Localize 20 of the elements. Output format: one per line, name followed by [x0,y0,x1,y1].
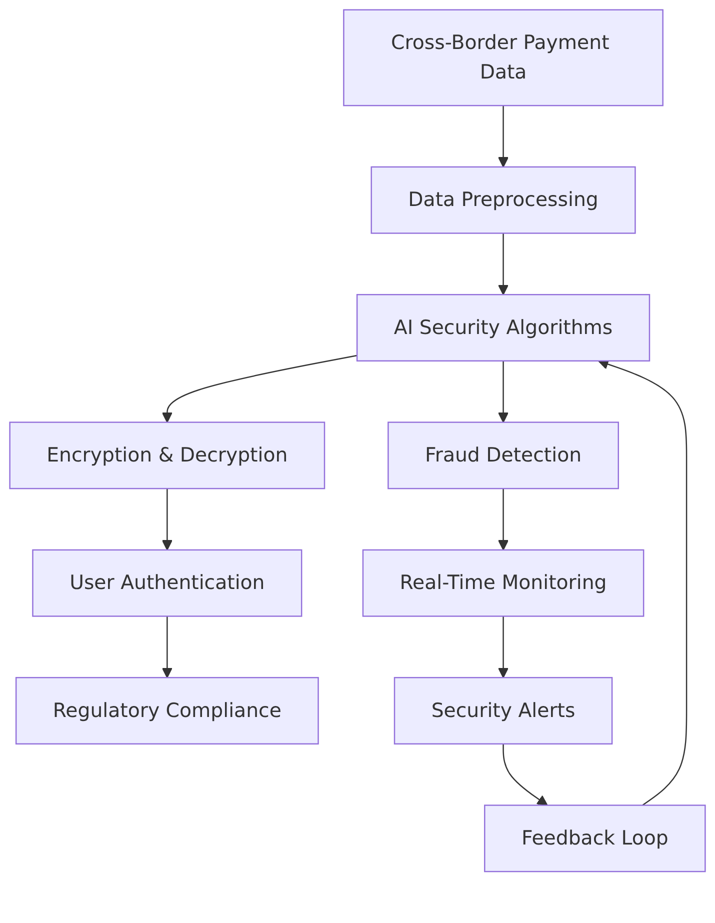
node-box: Security Alerts [394,676,613,744]
node-box: Regulatory Compliance [15,676,319,744]
arrow [502,744,548,806]
arrow [162,616,173,678]
node-box: Feedback Loop [484,804,706,872]
arrow [498,616,509,678]
arrow [498,106,509,168]
node-box: Data Preprocessing [370,166,636,234]
arrow [598,359,688,806]
arrow [498,233,509,296]
arrow [498,360,509,423]
arrow [162,354,358,423]
node-box: AI Security Algorithms [356,294,650,362]
node-box: Cross-Border Payment Data [343,9,664,106]
node-box: Fraud Detection [388,422,619,490]
arrow [162,488,173,550]
node-box: Encryption & Decryption [9,422,326,490]
arrow [498,488,509,550]
node-box: Real-Time Monitoring [362,549,644,617]
node-box: User Authentication [32,549,302,617]
